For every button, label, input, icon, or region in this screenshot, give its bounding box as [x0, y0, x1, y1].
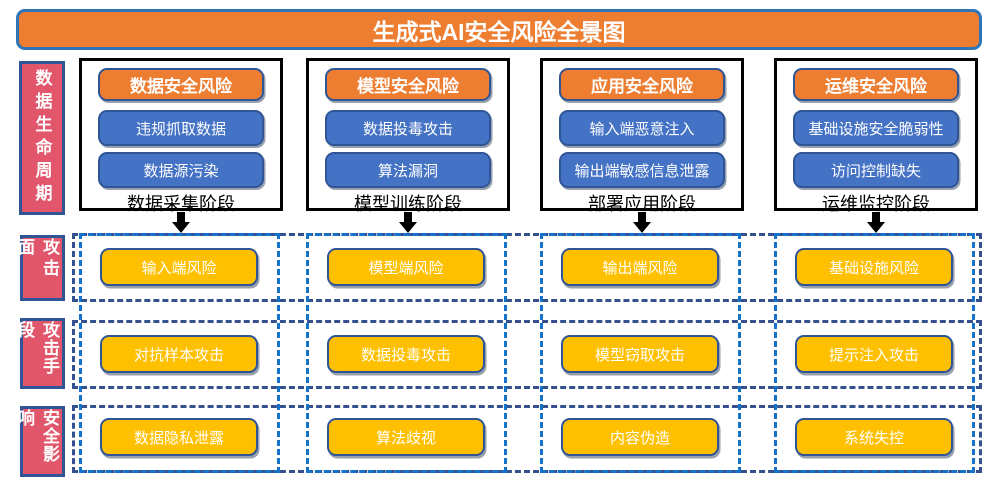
stage-box-model-training: 模型安全风险 数据投毒攻击 算法漏洞 模型训练阶段	[306, 58, 510, 214]
risk-item: 输出端敏感信息泄露	[559, 152, 725, 188]
security-impact-pill: 算法歧视	[327, 418, 485, 456]
stage-box-data-collection: 数据安全风险 违规抓取数据 数据源污染 数据采集阶段	[79, 58, 283, 214]
dashed-column-model	[306, 233, 507, 473]
stage-label: 数据采集阶段	[127, 194, 235, 214]
dashed-column-application	[540, 233, 741, 473]
down-arrow-icon	[172, 212, 190, 233]
security-impact-pill: 数据隐私泄露	[100, 418, 258, 456]
stage-label: 部署应用阶段	[588, 194, 696, 214]
down-arrow-icon	[399, 212, 417, 233]
risk-item: 数据源污染	[98, 152, 264, 188]
attack-method-pill: 数据投毒攻击	[327, 335, 485, 373]
risk-header-data: 数据安全风险	[98, 68, 264, 101]
stage-box-deployment: 应用安全风险 输入端恶意注入 输出端敏感信息泄露 部署应用阶段	[540, 58, 744, 214]
security-impact-pill: 系统失控	[795, 418, 953, 456]
title-banner: 生成式AI安全风险全景图	[16, 9, 982, 50]
attack-surface-pill: 基础设施风险	[795, 248, 953, 286]
dashed-row-attack-surface	[72, 233, 982, 302]
dashed-row-attack-method	[72, 320, 982, 389]
attack-surface-pill: 模型端风险	[327, 248, 485, 286]
attack-surface-pill: 输入端风险	[100, 248, 258, 286]
risk-item: 数据投毒攻击	[325, 110, 491, 146]
attack-method-pill: 对抗样本攻击	[100, 335, 258, 373]
dashed-column-data	[79, 233, 280, 473]
risk-item: 基础设施安全脆弱性	[793, 110, 959, 146]
security-impact-pill: 内容伪造	[561, 418, 719, 456]
risk-item: 访问控制缺失	[793, 152, 959, 188]
side-label-data-lifecycle: 数据生命周期	[19, 61, 65, 215]
stage-label: 模型训练阶段	[354, 194, 462, 214]
risk-header-operations: 运维安全风险	[793, 68, 959, 101]
attack-method-pill: 模型窃取攻击	[561, 335, 719, 373]
dashed-column-operations	[774, 233, 975, 473]
down-arrow-icon	[867, 212, 885, 233]
stage-box-operations: 运维安全风险 基础设施安全脆弱性 访问控制缺失 运维监控阶段	[774, 58, 978, 214]
risk-header-model: 模型安全风险	[325, 68, 491, 101]
dashed-row-security-impact	[72, 405, 982, 473]
attack-surface-pill: 输出端风险	[561, 248, 719, 286]
attack-method-pill: 提示注入攻击	[795, 335, 953, 373]
risk-item: 输入端恶意注入	[559, 110, 725, 146]
down-arrow-icon	[633, 212, 651, 233]
side-label-attack-method: 攻击手段	[15, 318, 65, 389]
side-label-attack-surface: 攻击面	[15, 235, 65, 301]
risk-header-application: 应用安全风险	[559, 68, 725, 101]
risk-item: 违规抓取数据	[98, 110, 264, 146]
risk-item: 算法漏洞	[325, 152, 491, 188]
stage-label: 运维监控阶段	[822, 194, 930, 214]
side-label-security-impact: 安全影响	[15, 406, 65, 477]
